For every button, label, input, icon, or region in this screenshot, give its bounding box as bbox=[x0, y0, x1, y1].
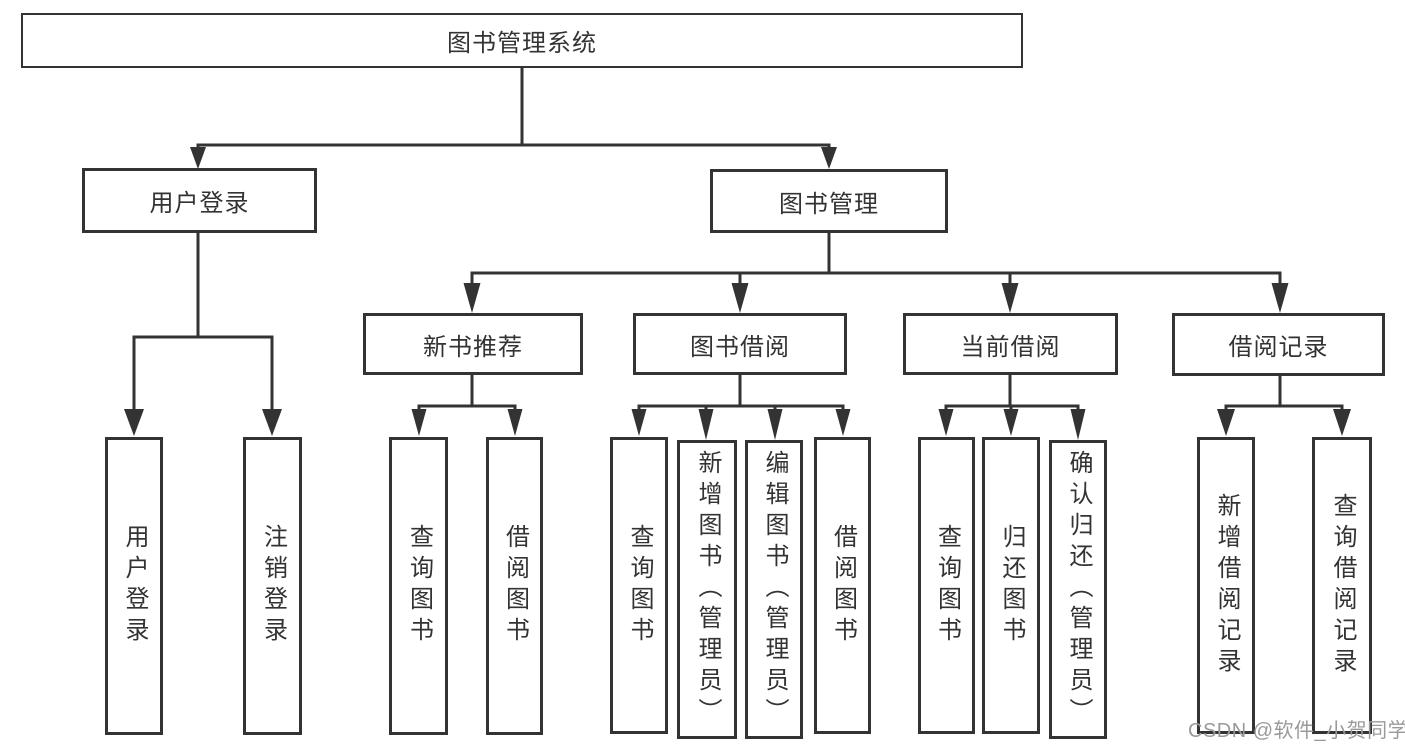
leaf-query-borrow-record: 查询借阅记录 bbox=[1312, 437, 1372, 734]
arrowhead-icon bbox=[631, 409, 647, 436]
arrowhead-icon bbox=[1217, 409, 1235, 436]
arrowhead-icon bbox=[731, 283, 749, 313]
connector-user-login bbox=[132, 233, 274, 412]
arrowheads bbox=[124, 147, 1351, 440]
node-new-book-recommend: 新书推荐 bbox=[363, 313, 583, 375]
arrowhead-icon bbox=[463, 283, 481, 313]
connector-new-book-recommend bbox=[417, 375, 517, 412]
connector-borrow-records bbox=[1224, 375, 1344, 412]
leaf-borrow-books: 借阅图书 bbox=[814, 437, 871, 734]
arrowhead-icon bbox=[835, 409, 851, 436]
connector-book-management bbox=[470, 233, 1282, 286]
leaf-query-books-current: 查询图书 bbox=[918, 437, 975, 734]
leaf-query-books-borrow: 查询图书 bbox=[610, 437, 668, 734]
arrowhead-icon bbox=[124, 409, 144, 436]
connector-current-borrow bbox=[944, 375, 1080, 412]
arrowhead-icon bbox=[507, 409, 523, 436]
leaf-logout: 注销登录 bbox=[243, 437, 302, 735]
leaf-return-books: 归还图书 bbox=[982, 437, 1040, 734]
arrowhead-icon bbox=[1001, 283, 1019, 313]
leaf-user-login: 用户登录 bbox=[105, 437, 163, 735]
leaf-confirm-return-admin: 确认归还（管理员） bbox=[1049, 440, 1107, 739]
leaf-query-books-recommend: 查询图书 bbox=[389, 437, 448, 735]
connector-root bbox=[196, 68, 831, 151]
arrowhead-icon bbox=[262, 409, 282, 436]
leaf-add-books-admin: 新增图书（管理员） bbox=[677, 440, 737, 739]
arrowhead-icon bbox=[1271, 283, 1289, 313]
node-book-borrow: 图书借阅 bbox=[633, 313, 847, 375]
connector-book-borrow bbox=[637, 375, 845, 412]
watermark-text: CSDN @软件_小贺同学 bbox=[1188, 720, 1405, 742]
node-book-management: 图书管理 bbox=[710, 169, 948, 233]
arrowhead-icon bbox=[1333, 409, 1351, 436]
leaf-add-borrow-record: 新增借阅记录 bbox=[1197, 437, 1255, 734]
node-borrow-records: 借阅记录 bbox=[1172, 313, 1385, 376]
node-current-borrow: 当前借阅 bbox=[903, 313, 1118, 375]
arrowhead-icon bbox=[411, 409, 427, 436]
leaf-edit-books-admin: 编辑图书（管理员） bbox=[745, 440, 803, 739]
leaf-borrow-books-recommend: 借阅图书 bbox=[486, 437, 543, 735]
node-root-system: 图书管理系统 bbox=[21, 13, 1023, 68]
arrowhead-icon bbox=[938, 409, 954, 436]
node-user-login: 用户登录 bbox=[82, 168, 317, 233]
arrowhead-icon bbox=[1070, 409, 1086, 440]
arrowhead-icon bbox=[1003, 409, 1019, 436]
arrowhead-icon bbox=[767, 409, 783, 440]
arrowhead-icon bbox=[190, 147, 206, 169]
arrowhead-icon bbox=[698, 409, 714, 440]
arrowhead-icon bbox=[821, 147, 837, 169]
